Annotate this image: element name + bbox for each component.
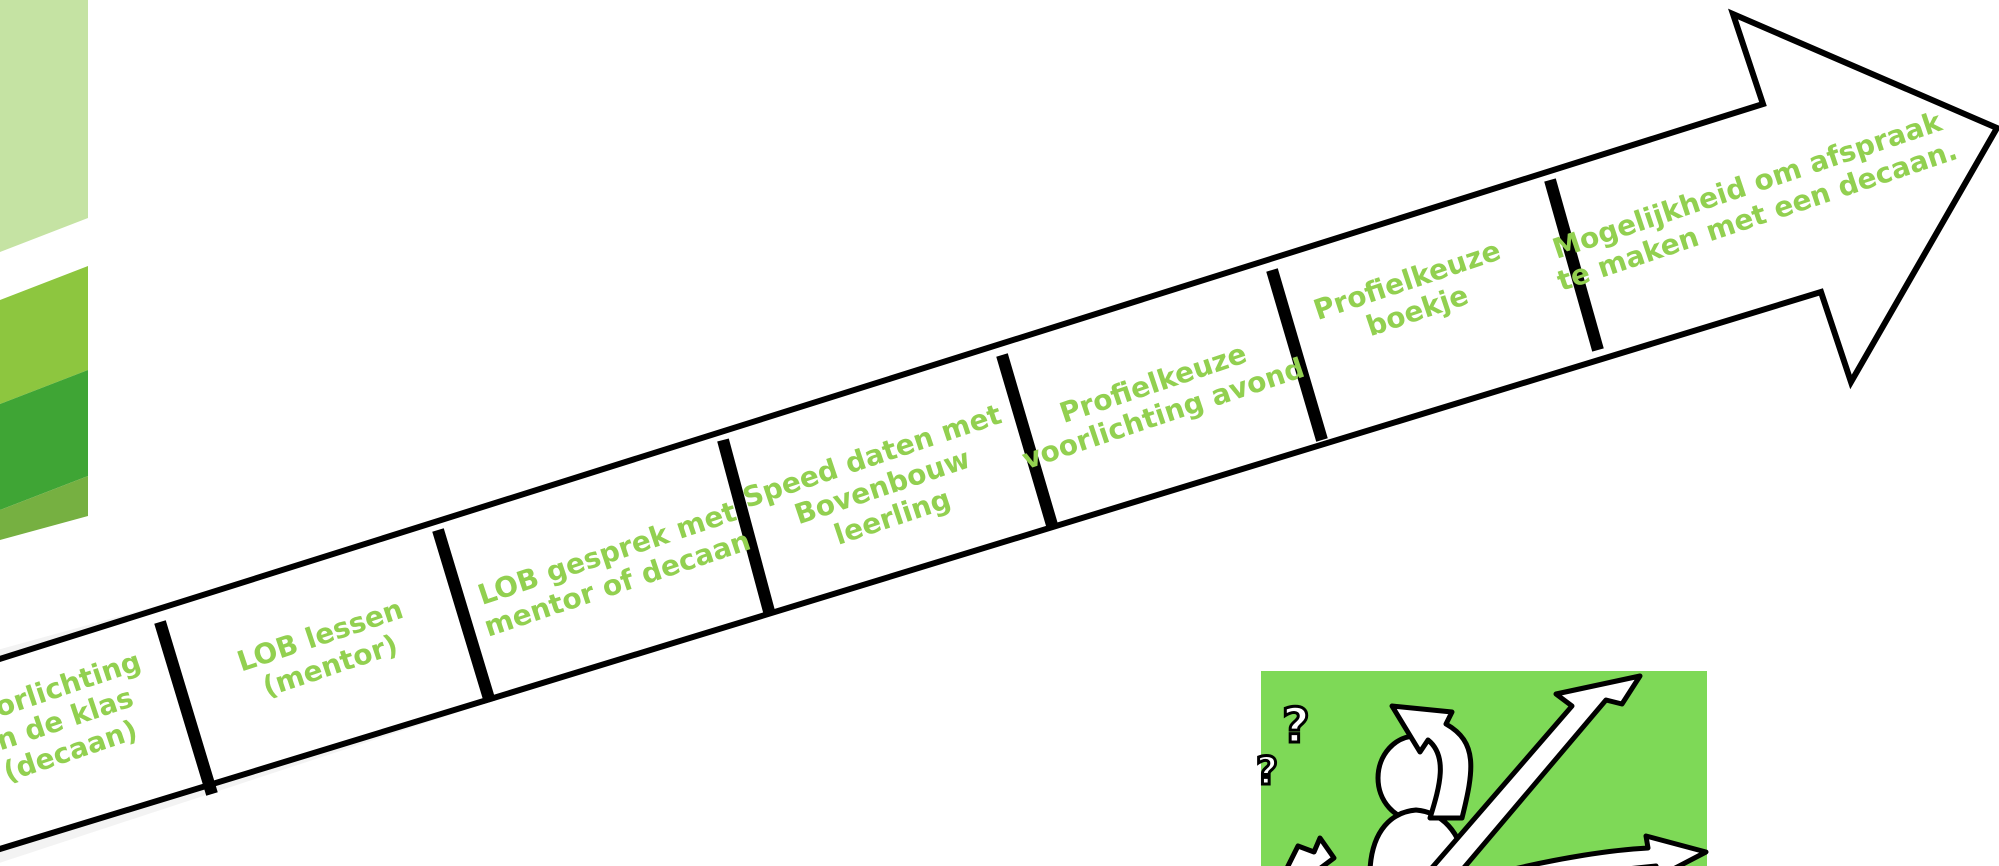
- arrow-dividers: [154, 178, 1604, 796]
- timeline-arrow: voorlichtingin de klas(decaan)LOB lessen…: [0, 8, 1999, 863]
- arrow-divider: [717, 438, 776, 617]
- decorative-color-bars: [0, 0, 88, 540]
- question-mark-large: ?: [1282, 698, 1310, 754]
- arrow-divider: [996, 353, 1058, 527]
- question-marks: ? ?: [1255, 697, 1312, 795]
- color-bar-olive: [0, 476, 88, 540]
- color-bar-light: [0, 0, 88, 252]
- arrow-up-right-icon: [1430, 673, 1643, 866]
- arrow-body: [0, 8, 1999, 853]
- arrow-right-icon: [1516, 833, 1709, 866]
- question-mark-small: ?: [1256, 749, 1278, 793]
- person-arm-icon: [1285, 835, 1337, 866]
- arrow-divider: [1544, 178, 1604, 352]
- color-bar-dark: [0, 370, 88, 510]
- arrow-divider: [1266, 268, 1328, 442]
- illustration: ? ?: [1255, 671, 1709, 866]
- color-bar-mid: [0, 266, 88, 404]
- arrow-divider: [154, 620, 218, 796]
- arrow-up-left-icon: [1389, 703, 1474, 821]
- confused-person-crossroads-icon: [1285, 673, 1709, 866]
- arrow-divider: [432, 528, 496, 704]
